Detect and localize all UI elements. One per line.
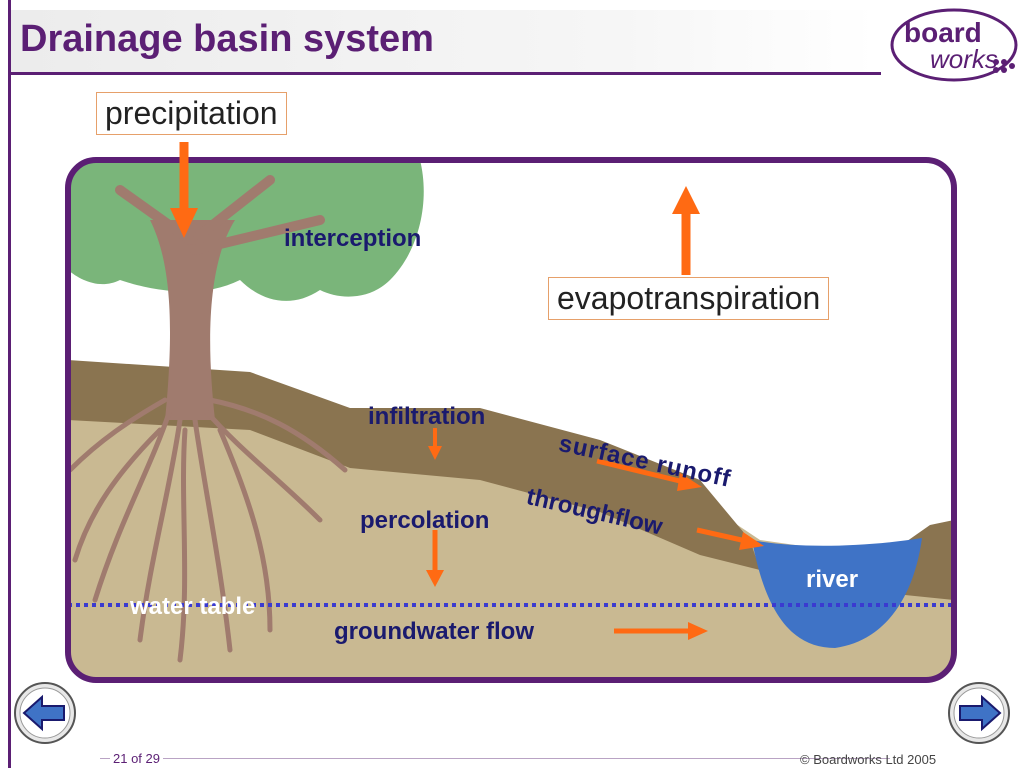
label-river: river <box>806 566 859 593</box>
label-precipitation: precipitation <box>96 92 287 135</box>
page-number: 21 of 29 <box>110 751 163 766</box>
right-arrow-icon <box>959 694 1002 732</box>
diagram-frame <box>65 157 957 683</box>
slide-title: Drainage basin system <box>20 18 434 60</box>
title-band <box>11 10 876 72</box>
topsoil-layer <box>68 360 760 570</box>
label-infiltration: infiltration <box>368 403 486 430</box>
logo-text-board: board <box>904 17 982 48</box>
copyright-notice: © Boardworks Ltd 2005 <box>800 752 937 767</box>
left-arrow-icon <box>22 694 65 732</box>
label-interception: interception <box>284 225 422 252</box>
footer-rule <box>100 758 890 759</box>
river-channel <box>752 538 922 648</box>
forward-button[interactable] <box>946 680 1012 746</box>
title-underline <box>11 72 881 75</box>
label-groundwater-flow: groundwater flow <box>334 618 534 645</box>
back-button[interactable] <box>12 680 78 746</box>
label-water-table: water table <box>130 593 256 620</box>
tree-trunk <box>150 220 235 420</box>
label-percolation: percolation <box>360 507 490 534</box>
label-evapotranspiration: evapotranspiration <box>548 277 830 320</box>
left-border-rule <box>8 0 11 768</box>
arrow-surface-runoff <box>596 458 685 485</box>
arrow-throughflow <box>696 527 747 544</box>
tree-canopy <box>68 160 424 301</box>
boardworks-logo: board works <box>890 8 1018 82</box>
logo-text-works: works <box>930 44 998 74</box>
